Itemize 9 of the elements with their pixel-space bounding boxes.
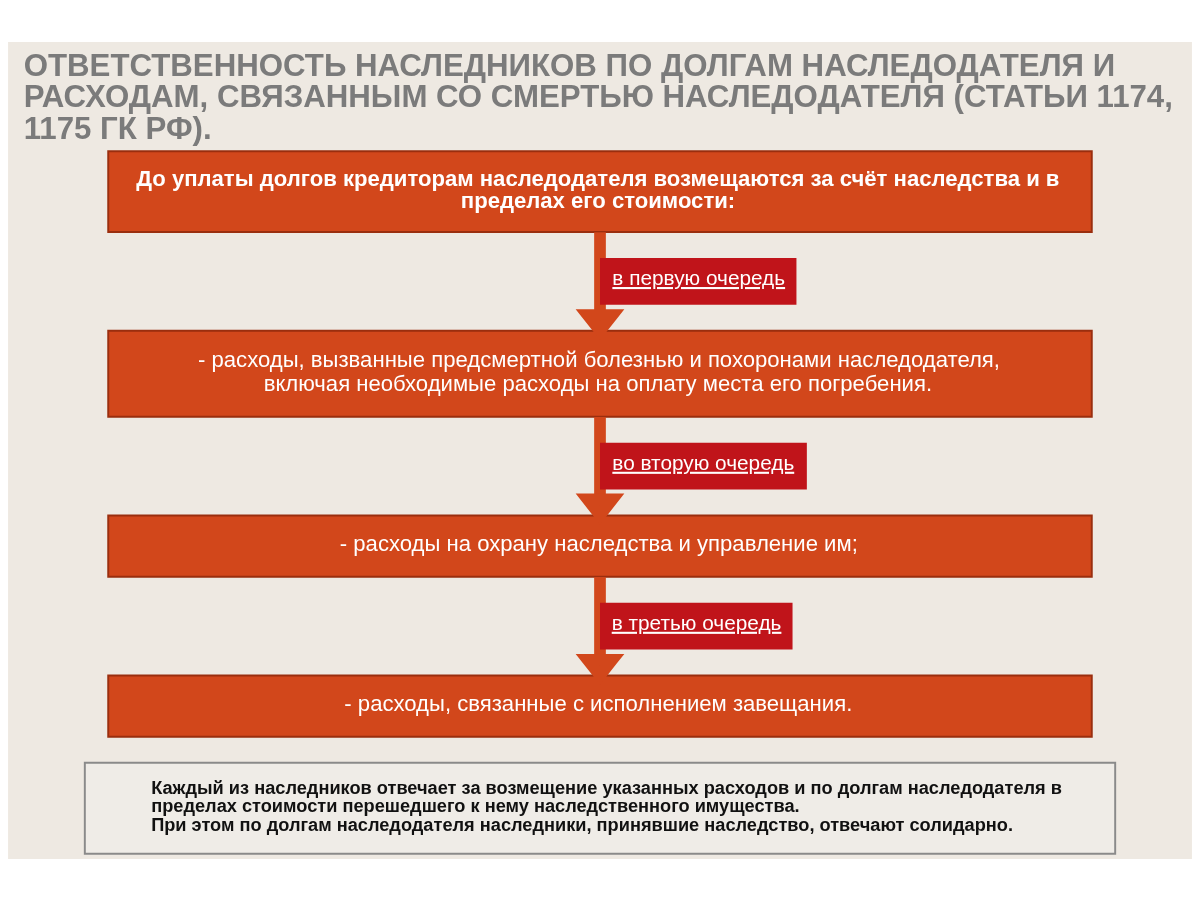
node-box: - расходы, вызванные предсмертной болезнью и похоронами наследодателя, включая необходимые расходы на оплату места его погребения. [107,329,1093,418]
node-box: - расходы, связанные с исполнением завещания. [107,674,1093,738]
diagram-title: ОТВЕТСТВЕННОСТЬ НАСЛЕДНИКОВ ПО ДОЛГАМ НАСЛЕДОДАТЕЛЯ И РАСХОДАМ, СВЯЗАННЫМ СО СМЕРТЬЮ НАСЛЕДОДАТЕЛЯ (СТАТЬИ 1174, 1175 ГК РФ). [23,47,1173,146]
edge-label: в первую очередь [612,265,786,289]
node-box: До уплаты долгов кредиторам наследодателя возмещаются за счёт наследства и в пределах его стоимости: [107,149,1093,233]
edge-label: в третью очередь [611,610,782,634]
edge-label: во вторую очередь [612,450,795,474]
node-box: - расходы на охрану наследства и управление им; [107,514,1093,578]
node-box: Каждый из наследников отвечает за возмещение указанных расходов и по долгам наследодателя в пределах стоимости перешедшего к нему наследственного имущества. При этом по долгам наследодателя наследники, принявшие наследство, отвечают солидарно. [83,761,1117,855]
